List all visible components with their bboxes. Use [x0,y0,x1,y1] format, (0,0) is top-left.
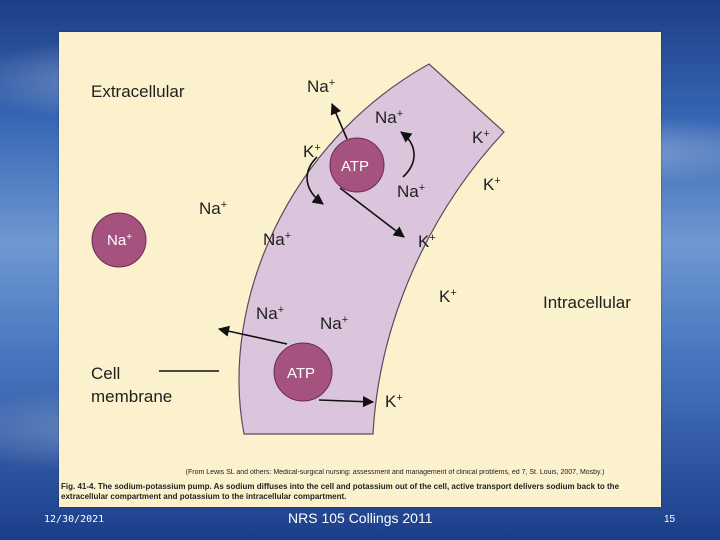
na-label: Na+ [307,77,335,96]
k-label: K+ [472,128,490,147]
na-label: Na+ [256,304,284,323]
arrow-na-out-bottom [217,325,288,345]
extracellular-label: Extracellular [91,82,185,101]
na-label: Na+ [397,182,425,201]
atp-label-top: ATP [341,158,369,175]
na-label: Na+ [320,314,348,333]
na-label: Na+ [375,108,403,127]
k-label: K+ [483,175,501,194]
cell-membrane-label-line2: membrane [91,387,172,406]
atp-circle-bottom [273,342,333,402]
atp-circle-top [329,137,385,193]
figure-credit: (From Lewis SL and others: Medical-surgi… [185,469,605,476]
intracellular-label: Intracellular [543,293,631,312]
arrow-k-in-top [339,187,405,238]
na-label: Na+ [199,199,227,218]
na-label: Na+ [263,230,291,249]
k-label: K+ [385,392,403,411]
diagram-panel: Na+ ATP ATP Extracellular Intracellular … [59,32,661,507]
k-label: K+ [418,232,436,251]
atp-label-bottom: ATP [287,365,315,382]
cell-membrane-label-line1: Cell [91,364,120,383]
sodium-ion-circle [91,212,147,268]
sodium-potassium-pump-diagram: Na+ ATP ATP Extracellular Intracellular … [91,63,631,435]
k-label: K+ [439,287,457,306]
arrow-na-out-top [330,102,348,140]
k-label: K+ [303,142,321,161]
arrow-k-in-bottom [318,396,375,408]
arrow-curve-right [400,131,415,178]
cell-membrane-band [238,63,505,435]
na-label: Na [107,232,127,249]
svg-text:Na+: Na+ [107,232,132,250]
footer-title: NRS 105 Collings 2011 [288,510,433,526]
arrow-curve-left [306,156,324,205]
footer-page-number: 15 [664,514,676,525]
footer-date: 12/30/2021 [44,514,105,525]
figure-caption: Fig. 41-4. The sodium-potassium pump. As… [61,482,620,501]
